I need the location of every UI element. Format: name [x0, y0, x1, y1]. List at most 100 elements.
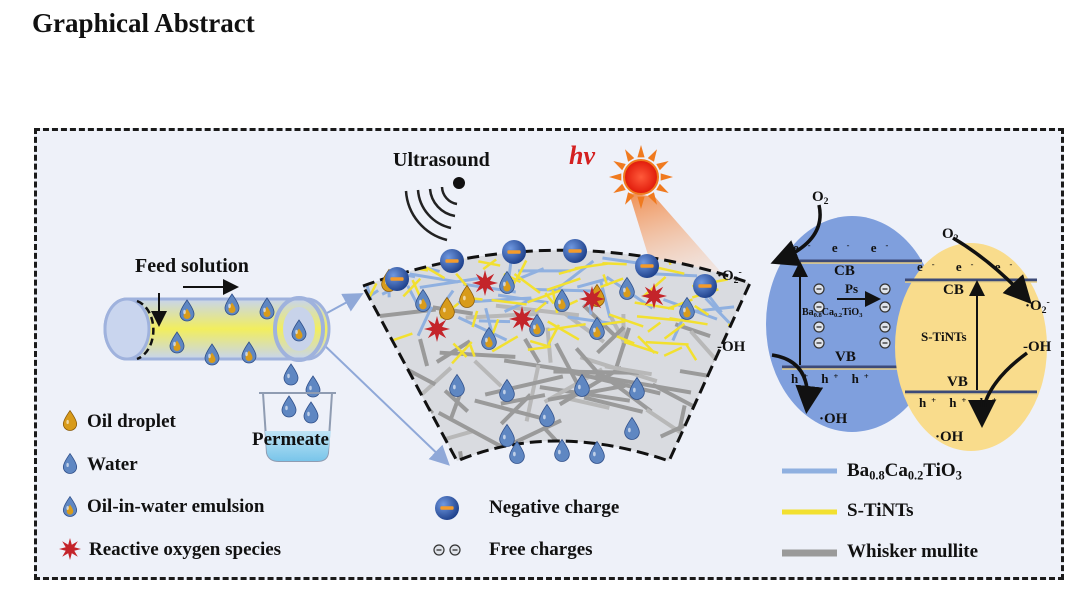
legend-mullite: Whisker mullite — [847, 541, 979, 562]
mullite-fiber — [604, 364, 652, 377]
stints-cb-label: CB — [943, 282, 964, 298]
mullite-fiber — [471, 464, 533, 465]
mullite-fiber — [574, 347, 604, 379]
membrane-droplet — [415, 288, 431, 312]
bct-particle — [766, 216, 938, 432]
stints-fiber — [478, 260, 501, 267]
bct-fiber — [457, 316, 508, 342]
bct-fiber — [704, 296, 736, 330]
tubular-membrane — [103, 279, 331, 366]
o2-to-superoxide-right — [952, 236, 1032, 305]
membrane-droplet — [679, 296, 695, 320]
legend-negative-charge-icon — [435, 496, 459, 520]
permeate-droplet — [283, 363, 299, 386]
negative-charge-ball — [635, 254, 659, 278]
membrane-droplet — [439, 296, 455, 320]
mullite-fiber — [713, 462, 748, 516]
free-charge — [879, 301, 891, 313]
membrane-negative-charges — [385, 239, 717, 298]
ros-star — [472, 270, 498, 296]
mullite-fiber — [536, 443, 551, 461]
stints-fiber — [527, 289, 562, 304]
mullite-fiber — [540, 447, 553, 461]
mullite-fiber — [596, 325, 626, 355]
diagram-canvas — [59, 145, 1047, 560]
membrane-droplet — [574, 373, 590, 397]
membrane-droplet — [529, 313, 545, 337]
stints-fiber — [469, 344, 476, 357]
oh-to-hydroxyl-left — [771, 353, 824, 414]
stints-fiber — [663, 322, 686, 340]
legend-water-icon — [62, 452, 78, 474]
hv-label: hv — [569, 141, 595, 170]
feed-solution-label: Feed solution — [135, 255, 249, 277]
sun-ray — [637, 196, 645, 209]
stints-fiber — [491, 298, 527, 306]
mullite-fiber — [524, 448, 547, 461]
superoxide-left-label: ·O2- — [717, 267, 742, 286]
bct-fiber — [497, 293, 549, 305]
bct-fiber — [503, 298, 531, 313]
free-charge — [879, 283, 891, 295]
ultrasound-label: Ultrasound — [393, 149, 490, 171]
mullite-fiber — [712, 357, 750, 385]
mullite-fiber — [500, 393, 546, 406]
stints-fiber — [623, 340, 659, 355]
stints-fiber — [368, 282, 378, 298]
stints-fiber — [616, 335, 635, 345]
superoxide-right-label: ·O2- — [1025, 297, 1050, 316]
mullite-fiber — [715, 395, 750, 408]
bct-holes: h+ h+ h+ — [791, 371, 874, 387]
stints-fiber — [663, 346, 683, 357]
tube-droplet — [179, 299, 195, 322]
membrane-droplet — [499, 378, 515, 402]
stints-fiber — [452, 342, 468, 358]
stints-fiber — [546, 277, 581, 292]
mullite-fiber — [473, 359, 503, 388]
stints-fiber — [608, 313, 644, 328]
hydroxyl-right-label: ·OH — [935, 429, 964, 445]
free-charge — [813, 321, 825, 333]
membrane-ros — [424, 270, 667, 342]
bct-ps-label: Ps — [845, 281, 858, 296]
mullite-fiber — [485, 465, 546, 479]
legend-oil-droplet: Oil droplet — [87, 411, 176, 432]
stints-fiber — [727, 250, 744, 262]
mullite-fiber — [458, 450, 468, 461]
membrane-droplet — [554, 438, 570, 462]
sun-ray — [625, 149, 635, 162]
legend-negative-charge: Negative charge — [489, 497, 620, 518]
negative-charge-ball — [563, 239, 587, 263]
tube-droplet — [241, 341, 257, 364]
bct-fiber — [567, 315, 614, 326]
sun-ray — [609, 173, 622, 181]
mullite-fiber — [572, 370, 661, 396]
oh-to-hydroxyl-right — [968, 351, 1029, 428]
mullite-fiber — [363, 433, 417, 449]
bct-electrons: e- e- e- — [793, 240, 898, 256]
mullite-fiber — [681, 427, 692, 461]
permeate-droplet — [305, 375, 321, 398]
legend-bct: Ba0.8Ca0.2TiO3 — [847, 460, 962, 483]
free-charge — [813, 283, 825, 295]
free-charge — [813, 337, 825, 349]
ros-star — [509, 306, 535, 332]
sun-ray — [625, 192, 635, 205]
tube-droplet — [169, 331, 185, 354]
negative-charge-ball — [502, 240, 526, 264]
stints-fiber — [527, 345, 549, 351]
stints-fiber — [693, 304, 710, 317]
legend-emulsion-icon — [62, 495, 78, 517]
membrane-droplet — [499, 423, 515, 447]
membrane-droplet — [509, 440, 525, 464]
mullite-fiber — [672, 445, 730, 461]
legend-emulsion: Oil-in-water emulsion — [87, 496, 265, 517]
stints-electrons: e- e- e- — [917, 259, 1022, 275]
legend-ros-icon — [59, 538, 81, 560]
stints-fiber — [602, 274, 609, 287]
legend-oil-icon — [62, 409, 78, 431]
sun-ray — [613, 161, 626, 171]
legend-stints: S-TiNTs — [847, 500, 914, 521]
stints-fiber — [451, 341, 473, 365]
free-charge — [879, 321, 891, 333]
